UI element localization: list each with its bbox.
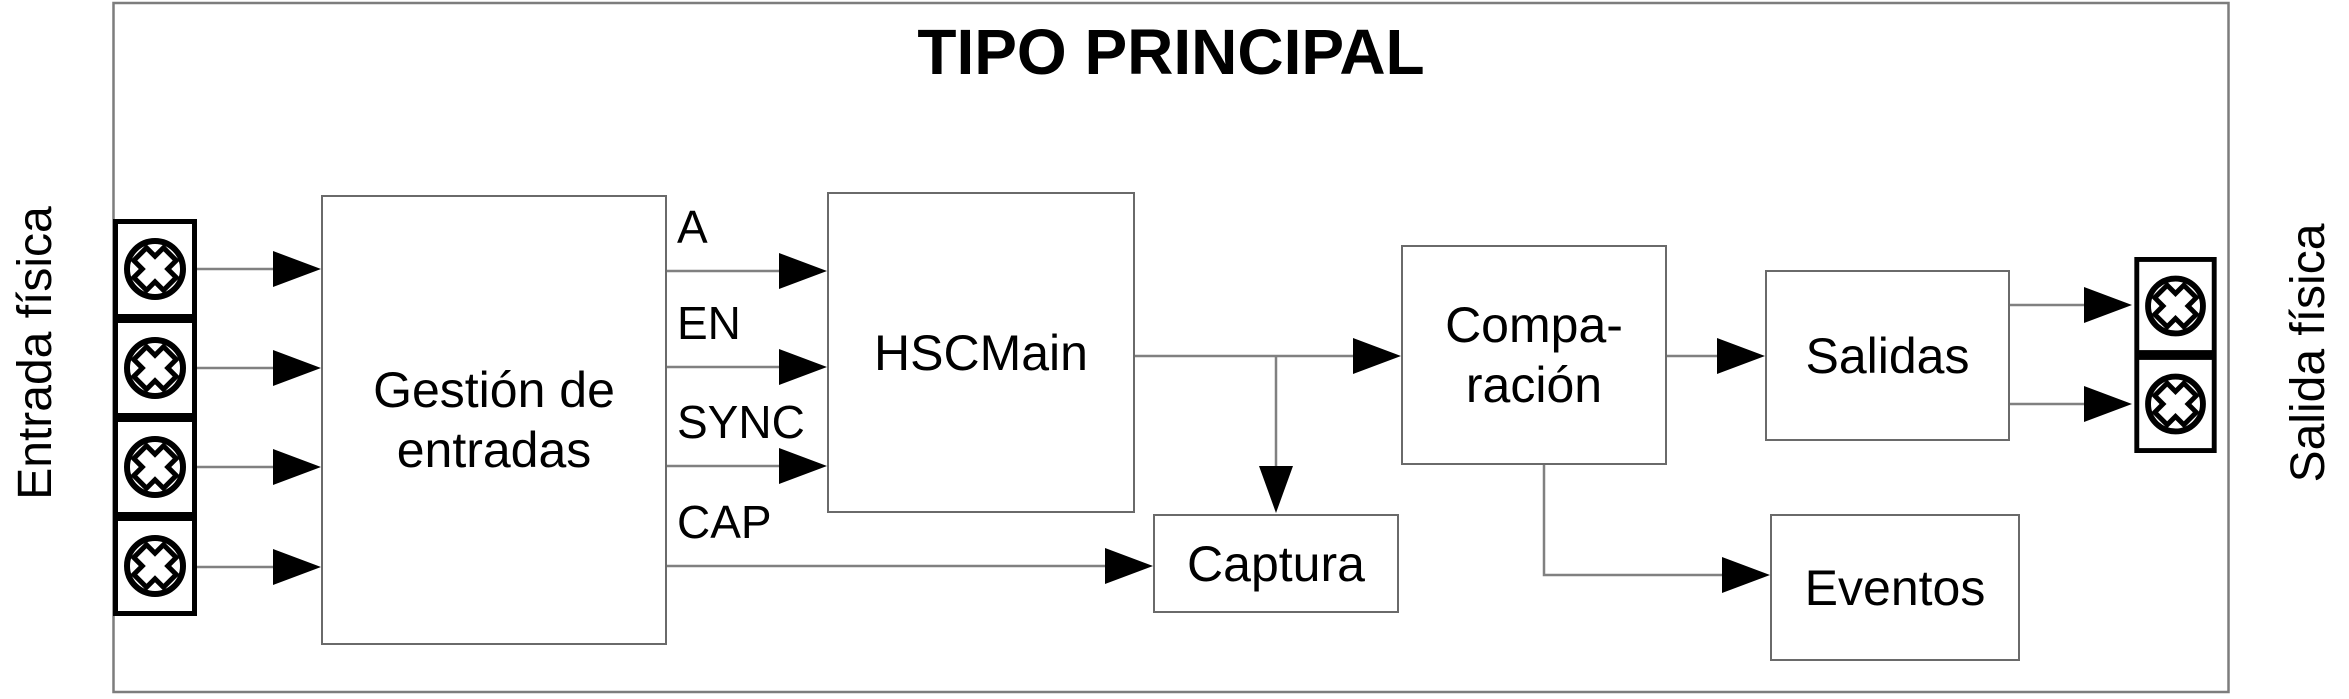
block-hscmain: HSCMain (827, 192, 1135, 513)
screw-terminal-icon (116, 321, 195, 416)
block-label-line: Gestión de (373, 362, 615, 418)
block-salidas: Salidas (1765, 270, 2010, 441)
screw-terminal-icon (116, 222, 195, 317)
arrow-signal-a (779, 253, 827, 289)
signal-label-en: EN (677, 297, 741, 349)
block-label: Eventos (1804, 559, 1986, 616)
block-label: Captura (1187, 535, 1365, 592)
arrow-output-1 (2084, 287, 2132, 323)
signal-label-cap: CAP (677, 496, 772, 548)
arrow-signal-cap (1105, 548, 1153, 584)
block-label-line: Compa- (1445, 297, 1623, 353)
block-comparacion: Compa- ración (1401, 245, 1667, 465)
arrow-input-3 (273, 449, 321, 485)
block-label-line: entradas (396, 422, 592, 478)
diagram-title: TIPO PRINCIPAL (917, 16, 1425, 88)
block-gestion-de-entradas: Gestión de entradas (321, 195, 667, 645)
arrow-into-captura (1259, 466, 1293, 513)
block-eventos: Eventos (1770, 514, 2020, 661)
caption-salida-fisica: Salida física (2282, 223, 2335, 483)
screw-terminal-icon (116, 519, 195, 614)
arrow-signal-en (779, 349, 827, 385)
screw-terminal-icon (116, 420, 195, 515)
block-label-line: ración (1465, 357, 1603, 413)
caption-entrada-fisica: Entrada física (9, 206, 62, 500)
screw-terminal-icon (2137, 357, 2214, 450)
arrow-into-comparacion (1353, 338, 1401, 374)
connector-comparacion-eventos (1542, 465, 1766, 577)
block-label: HSCMain (874, 324, 1088, 381)
arrow-input-2 (273, 350, 321, 386)
arrow-into-salidas (1717, 338, 1765, 374)
screw-terminal-icon (2137, 259, 2214, 352)
output-terminal-strip (2137, 259, 2214, 450)
arrow-into-eventos (1722, 557, 1770, 593)
input-terminal-strip (116, 222, 195, 614)
signal-label-a: A (677, 201, 708, 253)
block-label: Salidas (1805, 327, 1970, 384)
arrow-signal-sync (779, 448, 827, 484)
arrow-heads (273, 251, 2132, 593)
signal-label-sync: SYNC (677, 396, 805, 448)
block-captura: Captura (1153, 514, 1399, 613)
arrow-input-4 (273, 549, 321, 585)
arrow-input-1 (273, 251, 321, 287)
arrow-output-2 (2084, 386, 2132, 422)
